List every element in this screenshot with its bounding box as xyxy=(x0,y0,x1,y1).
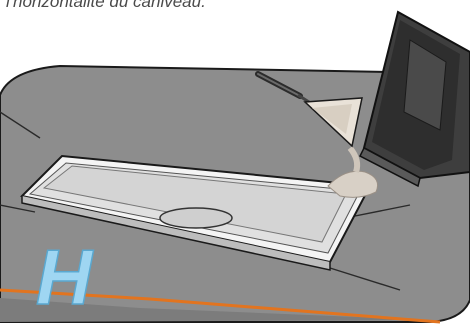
bucket-icon xyxy=(360,12,470,186)
step-badge-letter: H xyxy=(36,233,94,321)
drain-outlet xyxy=(160,208,232,228)
